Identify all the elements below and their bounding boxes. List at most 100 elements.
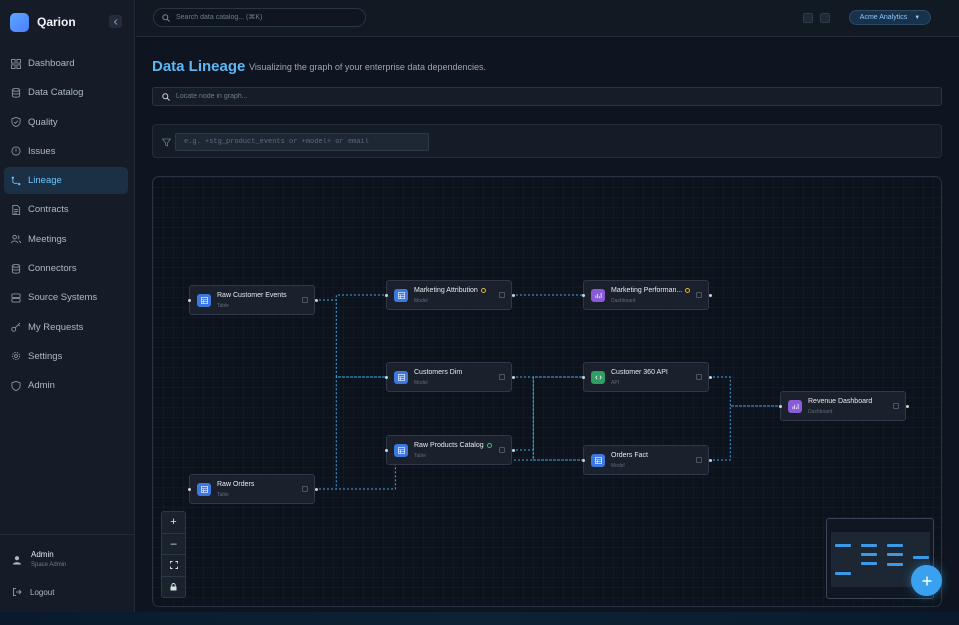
main-content: Data Lineage Visualizing the graph of yo… bbox=[136, 38, 959, 612]
table-icon bbox=[197, 294, 211, 307]
open-link-icon[interactable] bbox=[696, 374, 702, 380]
lock-icon bbox=[170, 583, 177, 591]
add-node-button[interactable] bbox=[911, 565, 942, 596]
sidebar-item-label: Source Systems bbox=[28, 292, 98, 304]
table-icon bbox=[591, 454, 605, 467]
lineage-edges bbox=[315, 294, 780, 490]
sidebar-item-settings[interactable]: Settings bbox=[4, 343, 128, 370]
zoom-in-button[interactable]: + bbox=[162, 512, 185, 534]
node-label: Revenue Dashboard bbox=[808, 398, 872, 405]
lineage-edge bbox=[512, 449, 583, 461]
sidebar-item-lineage[interactable]: Lineage bbox=[4, 167, 128, 195]
sidebar-item-label: Quality bbox=[28, 116, 58, 128]
fit-view-icon bbox=[169, 561, 178, 570]
output-port[interactable] bbox=[709, 294, 712, 297]
open-link-icon[interactable] bbox=[696, 457, 702, 463]
output-port[interactable] bbox=[315, 299, 318, 302]
open-link-icon[interactable] bbox=[499, 374, 505, 380]
page-subtitle: Visualizing the graph of your enterprise… bbox=[249, 62, 486, 72]
node-type: Dashboard bbox=[808, 409, 833, 415]
sidebar-item-my-requests[interactable]: My Requests bbox=[4, 314, 128, 341]
node-label-text: Orders Fact bbox=[611, 452, 648, 459]
minimap[interactable] bbox=[826, 518, 934, 599]
lineage-edge bbox=[315, 376, 386, 490]
global-search[interactable] bbox=[153, 8, 366, 27]
input-port[interactable] bbox=[582, 459, 585, 462]
input-port[interactable] bbox=[385, 449, 388, 452]
output-port[interactable] bbox=[512, 376, 515, 379]
open-link-icon[interactable] bbox=[696, 292, 702, 298]
input-port[interactable] bbox=[582, 376, 585, 379]
output-port[interactable] bbox=[709, 459, 712, 462]
sidebar-item-data-catalog[interactable]: Data Catalog bbox=[4, 79, 128, 106]
output-port[interactable] bbox=[315, 488, 318, 491]
node-search[interactable] bbox=[152, 87, 942, 106]
sidebar-item-label: My Requests bbox=[28, 321, 84, 333]
node-label: Customer 360 API bbox=[611, 369, 668, 376]
node-label-text: Revenue Dashboard bbox=[808, 398, 873, 405]
input-port[interactable] bbox=[582, 294, 585, 297]
fit-view-button[interactable] bbox=[162, 555, 185, 577]
sidebar-item-dashboard[interactable]: Dashboard bbox=[4, 50, 128, 77]
node-label: Raw Products Catalog bbox=[414, 442, 492, 449]
lineage-edge bbox=[512, 376, 583, 451]
sidebar-item-label: Data Catalog bbox=[28, 87, 84, 99]
node-search-input[interactable] bbox=[176, 93, 876, 100]
help-icon[interactable] bbox=[803, 13, 813, 23]
sidebar-item-meetings[interactable]: Meetings bbox=[4, 226, 128, 253]
sidebar-item-contracts[interactable]: Contracts bbox=[4, 196, 128, 223]
plus-icon bbox=[922, 576, 931, 585]
input-port[interactable] bbox=[188, 299, 191, 302]
open-link-icon[interactable] bbox=[893, 403, 899, 409]
open-link-icon[interactable] bbox=[302, 297, 308, 303]
sidebar-item-admin[interactable]: Admin bbox=[4, 372, 128, 399]
input-port[interactable] bbox=[385, 376, 388, 379]
node-label-text: Customers Dim bbox=[414, 369, 463, 376]
chevron-left-icon bbox=[113, 18, 117, 25]
lineage-canvas[interactable]: + – bbox=[152, 176, 942, 607]
input-port[interactable] bbox=[188, 488, 191, 491]
sidebar-item-issues[interactable]: Issues bbox=[4, 138, 128, 165]
sidebar-item-connectors[interactable]: Connectors bbox=[4, 255, 128, 282]
selector-filter-input[interactable] bbox=[175, 133, 429, 151]
lineage-node-marketing-performance[interactable]: Marketing Performan...Dashboard bbox=[582, 280, 712, 310]
collapse-sidebar-button[interactable] bbox=[109, 15, 122, 28]
brand[interactable]: Qarion bbox=[10, 11, 76, 33]
node-label-text: Marketing Performan... bbox=[611, 287, 683, 294]
workspace-selector[interactable]: Acme Analytics ▼ bbox=[849, 10, 931, 25]
node-label: Raw Orders bbox=[217, 481, 254, 488]
dashboard-icon bbox=[788, 400, 802, 413]
lock-button[interactable] bbox=[162, 577, 185, 599]
logout-button[interactable]: Logout bbox=[12, 587, 54, 597]
global-search-input[interactable] bbox=[176, 14, 356, 21]
zoom-out-button[interactable]: – bbox=[162, 534, 185, 555]
open-link-icon[interactable] bbox=[499, 447, 505, 453]
open-link-icon[interactable] bbox=[499, 292, 505, 298]
shield-check-icon bbox=[10, 117, 21, 128]
minimap-node bbox=[913, 556, 929, 559]
user-profile[interactable]: Admin Space Admin bbox=[0, 534, 135, 578]
output-port[interactable] bbox=[906, 405, 909, 408]
notification-bell-icon[interactable] bbox=[820, 13, 830, 23]
lineage-edge bbox=[315, 459, 583, 490]
output-port[interactable] bbox=[512, 449, 515, 452]
output-port[interactable] bbox=[709, 376, 712, 379]
sidebar-item-source-systems[interactable]: Source Systems bbox=[4, 284, 128, 311]
sidebar-item-quality[interactable]: Quality bbox=[4, 109, 128, 136]
open-link-icon[interactable] bbox=[302, 486, 308, 492]
input-port[interactable] bbox=[385, 294, 388, 297]
user-icon bbox=[13, 556, 21, 565]
output-port[interactable] bbox=[512, 294, 515, 297]
status-indicator-icon bbox=[480, 287, 486, 293]
table-icon bbox=[197, 483, 211, 496]
input-port[interactable] bbox=[779, 405, 782, 408]
